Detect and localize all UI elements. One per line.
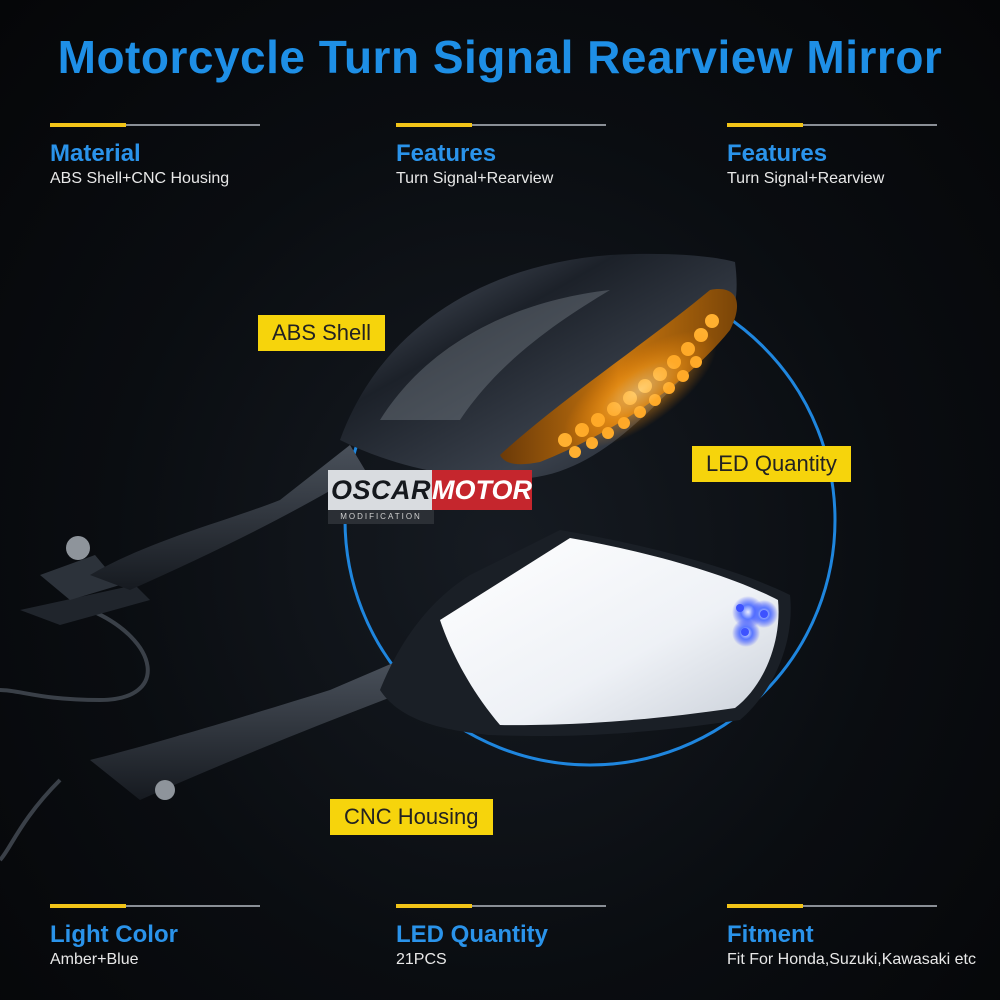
spec-light-color: Light Color Amber+Blue [50, 904, 310, 971]
brand-tagline: MODIFICATION [328, 510, 434, 524]
spec-heading: LED Quantity [396, 921, 549, 948]
brand-logo: OSCAR MOTOR MODIFICATION [328, 470, 532, 524]
page-title: Motorcycle Turn Signal Rearview Mirror [57, 31, 943, 83]
spec-features: Features Turn Signal+Rearview [396, 123, 656, 190]
spec-fitment: Fitment Fit For Honda,Suzuki,Kawasaki et… [727, 904, 987, 971]
spec-divider [727, 123, 937, 127]
spec-value: 21PCS [396, 951, 447, 968]
spec-led-quantity: LED Quantity 21PCS [396, 904, 656, 971]
spec-heading: Features [727, 140, 828, 167]
spec-heading: Fitment [727, 921, 814, 948]
abs-shell-housing [340, 253, 737, 479]
spec-heading: Material [50, 140, 141, 167]
spec-value: Fit For Honda,Suzuki,Kawasaki etc [727, 951, 976, 968]
mirror-glass [440, 538, 779, 726]
callout-led-quantity: LED Quantity [692, 446, 851, 482]
brand-name-motor: MOTOR [432, 470, 532, 510]
spec-value: Turn Signal+Rearview [727, 170, 885, 187]
callout-cnc-housing: CNC Housing [330, 799, 493, 835]
blue-led-cluster [736, 604, 768, 636]
callout-abs-shell: ABS Shell [258, 315, 386, 351]
spec-divider [727, 904, 937, 908]
brand-name-oscar: OSCAR [328, 470, 434, 510]
spec-features-2: Features Turn Signal+Rearview [727, 123, 987, 190]
spec-value: Amber+Blue [50, 951, 139, 968]
spec-heading: Features [396, 140, 497, 167]
spec-divider [50, 904, 260, 908]
spec-divider [50, 123, 260, 127]
spec-divider [396, 123, 606, 127]
spec-divider [396, 904, 606, 908]
spec-heading: Light Color [50, 921, 178, 948]
spec-value: ABS Shell+CNC Housing [50, 170, 230, 187]
spec-value: Turn Signal+Rearview [396, 170, 554, 187]
spec-material: Material ABS Shell+CNC Housing [50, 123, 310, 190]
